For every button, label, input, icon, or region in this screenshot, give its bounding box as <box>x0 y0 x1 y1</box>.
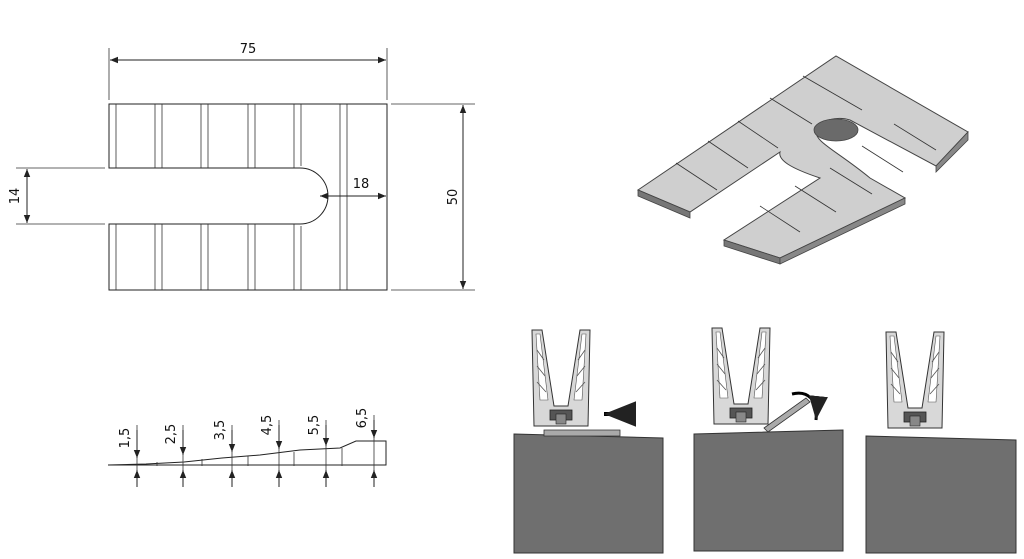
rotate-arrow-icon <box>791 391 828 421</box>
step-dimensions <box>133 415 378 487</box>
profile-outline <box>107 440 387 466</box>
mounting-block <box>865 435 1017 554</box>
step-label-3: 3,5 <box>213 420 228 441</box>
slot-hole <box>813 118 859 142</box>
mounting-block <box>693 429 844 552</box>
shim-top-face <box>636 55 969 259</box>
shim <box>543 429 621 437</box>
height-label: 50 <box>446 189 461 206</box>
plan-view: 75 50 14 18 <box>8 42 475 291</box>
step-label-2: 2,5 <box>164 424 179 445</box>
slot-width-label: 14 <box>8 188 23 205</box>
install-step-2 <box>693 327 844 552</box>
install-step-1 <box>513 329 664 554</box>
step-label-1: 1,5 <box>118 428 133 449</box>
shim-outline <box>108 103 388 291</box>
mounting-block <box>513 433 664 554</box>
shim-tilted <box>763 397 811 433</box>
width-label: 75 <box>240 42 257 57</box>
profile-view: 1,5 2,5 3,5 4,5 5,5 6,5 <box>107 408 387 487</box>
isometric-view <box>636 55 969 265</box>
slot-depth-label: 18 <box>353 177 370 192</box>
install-step-3 <box>865 331 1017 554</box>
step-label-5: 5,5 <box>307 415 322 436</box>
step-label-6: 6,5 <box>355 408 370 429</box>
groove-lines <box>115 104 348 290</box>
step-label-4: 4,5 <box>260 415 275 436</box>
